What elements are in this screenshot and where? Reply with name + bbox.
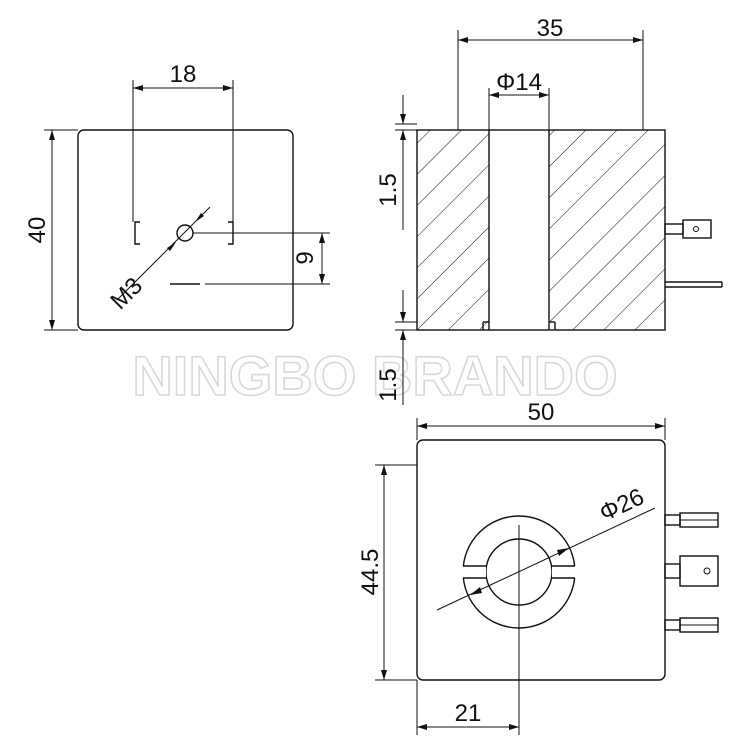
terminal-spade-1-tab bbox=[682, 219, 712, 239]
dim-18-label: 18 bbox=[170, 61, 197, 88]
terminal-spade-1 bbox=[664, 223, 684, 235]
section-view: 35 Φ14 1.5 1.5 bbox=[375, 15, 723, 405]
dim-50-label: 50 bbox=[528, 399, 555, 426]
watermark-text: NINGBO BRANDO bbox=[132, 344, 617, 407]
m3-leader bbox=[117, 206, 211, 300]
bottom-view: 50 44.5 Φ26 21 bbox=[357, 399, 719, 735]
dim-1-5-bottom-label: 1.5 bbox=[375, 368, 402, 401]
terminal-bottom bbox=[664, 617, 719, 633]
dim-9-label: 9 bbox=[292, 251, 319, 264]
terminal-middle bbox=[664, 555, 719, 587]
m3-label: M3 bbox=[105, 272, 148, 315]
front-view: 18 M3 9 40 bbox=[24, 61, 330, 331]
dim-phi26-label: Φ26 bbox=[595, 483, 648, 527]
front-view-outline bbox=[77, 129, 294, 331]
dim-1-5-top-label: 1.5 bbox=[375, 173, 402, 206]
dim-40-label: 40 bbox=[24, 217, 51, 244]
dim-phi14-label: Φ14 bbox=[496, 69, 542, 96]
m3-screw-hole bbox=[176, 224, 194, 242]
terminal-top bbox=[664, 512, 719, 528]
dim-21-label: 21 bbox=[455, 700, 482, 727]
left-terminal-bracket bbox=[134, 221, 140, 245]
bottom-view-outline bbox=[416, 439, 666, 681]
dim-44-5-label: 44.5 bbox=[357, 549, 384, 596]
dim-35-label: 35 bbox=[537, 15, 564, 42]
